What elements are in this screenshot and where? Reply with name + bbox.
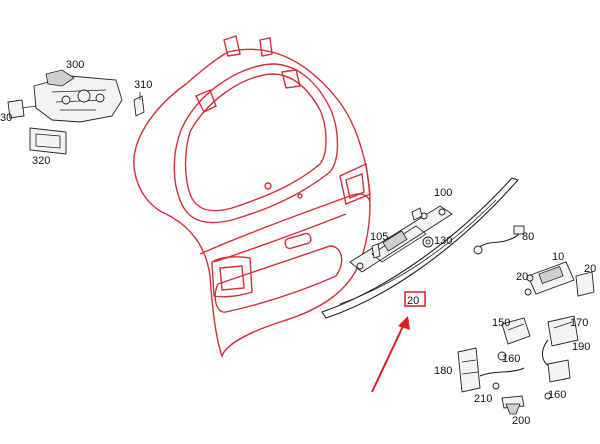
license-lamp-bar: [349, 205, 453, 273]
callout-100: 100: [434, 187, 452, 199]
tailgate-panel: [133, 35, 371, 359]
latch-150: [497, 317, 531, 361]
callout-160-right: 160: [548, 389, 566, 401]
callout-80: 80: [522, 231, 534, 243]
bracket-310: [133, 92, 145, 117]
highlight-box: [404, 291, 426, 307]
callout-10: 10: [552, 251, 564, 263]
handle-switch-10: [524, 261, 595, 297]
release-assembly-180: [457, 347, 525, 415]
callout-105: 105: [370, 231, 388, 243]
callout-150: 150: [492, 317, 510, 329]
actuator-motor-300: [7, 69, 123, 123]
callout-300: 300: [66, 59, 84, 71]
callout-180: 180: [434, 365, 452, 377]
lock-actuator-170: [541, 315, 579, 400]
sensor-cable-80: [473, 225, 525, 255]
callout-20-highlighted: 20: [407, 295, 419, 307]
callout-320: 320: [32, 155, 50, 167]
callout-160-left: 160: [502, 353, 520, 365]
callout-210: 210: [474, 393, 492, 405]
callout-20-right: 20: [584, 263, 596, 275]
callout-310: 310: [134, 79, 152, 91]
callout-170: 170: [570, 317, 588, 329]
callout-200: 200: [512, 415, 530, 427]
pointer-arrow: [371, 316, 410, 393]
callout-130: 130: [434, 235, 452, 247]
callout-20-upper: 20: [516, 271, 528, 283]
callout-190: 190: [572, 341, 590, 353]
callout-330: 30: [0, 112, 12, 124]
trim-strip-part-20: [321, 177, 519, 319]
bracket-320: [29, 127, 67, 155]
